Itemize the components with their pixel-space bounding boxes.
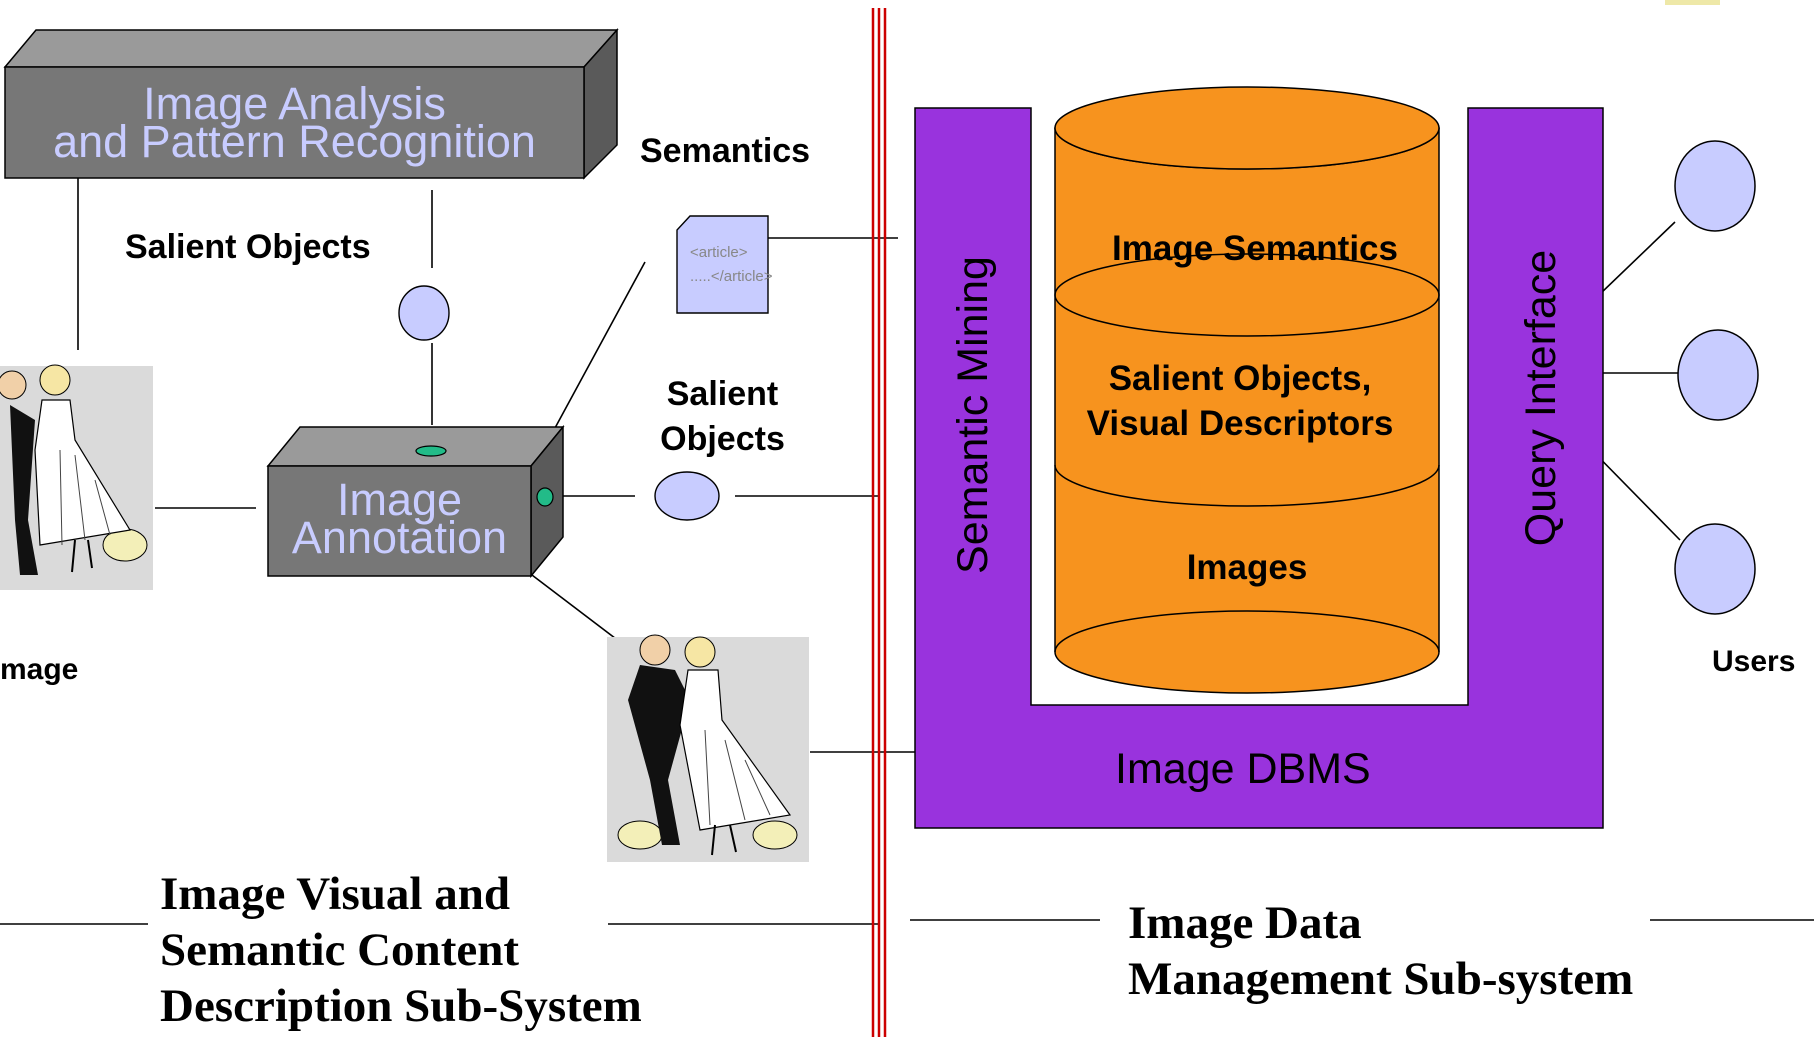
cylinder-layer2-line2: Visual Descriptors [1086,404,1394,443]
right-subsystem-line2: Management Sub-system [1128,953,1634,1005]
image-analysis-box [3,28,619,180]
salient-objects-mid-line2: Objects [660,420,785,458]
article-document-icon: <article> .....</article> [676,215,773,314]
annotation-side-port [536,487,554,507]
image-analysis-line1: Image Analysis [143,78,446,129]
subsystem-divider [871,8,887,1037]
image-dbms-block [914,107,1604,829]
cylinder-layer-image-semantics: Image Semantics [1112,229,1398,268]
database-cylinder [1054,86,1440,694]
image-annotation-line1: Image [336,474,463,525]
semantics-label: Semantics [640,132,811,170]
user-node-1 [1674,140,1756,232]
cylinder-layer2-line1: Salient Objects, [1108,359,1372,398]
user-node-3 [1674,523,1756,615]
cylinder-layer-images: Images [1186,548,1308,587]
cylinder-layer-salient-objects: Salient Objects, Visual Descriptors [1040,356,1440,446]
right-subsystem-line1: Image Data [1128,897,1362,949]
salient-objects-top-label: Salient Objects [125,228,371,266]
article-tag-open: <article> [690,244,748,261]
user-node-2 [1677,329,1759,421]
annotated-image [607,634,809,862]
image-annotation-box [266,424,565,579]
input-image-label: mage [0,653,79,686]
right-subsystem-title: Image Data Management Sub-system [1128,895,1633,1007]
image-analysis-title: Image Analysis and Pattern Recognition [5,78,584,167]
left-subsystem-title: Image Visual and Semantic Content Descri… [160,866,642,1034]
image-annotation-title: Image Annotation [268,474,531,563]
users-label: Users [1712,645,1796,678]
image-analysis-line2: and Pattern Recognition [53,116,536,167]
left-subsystem-line1: Image Visual and [160,868,510,920]
annotation-top-port [415,445,447,457]
salient-object-node-mid [654,471,720,521]
left-subsystem-line3: Description Sub-System [160,980,642,1032]
semantic-mining-label: Semantic Mining [949,256,997,574]
query-interface-label: Query Interface [1517,250,1565,546]
article-tag-close: .....</article> [690,268,773,285]
input-image [0,364,153,590]
salient-object-node-top [398,285,450,341]
left-subsystem-line2: Semantic Content [160,924,519,976]
salient-objects-mid-label: Salient Objects [650,372,795,462]
image-dbms-title: Image DBMS [1115,745,1371,793]
corner-accent [1665,0,1720,5]
salient-objects-mid-line1: Salient [666,375,779,413]
image-annotation-line2: Annotation [291,512,508,563]
